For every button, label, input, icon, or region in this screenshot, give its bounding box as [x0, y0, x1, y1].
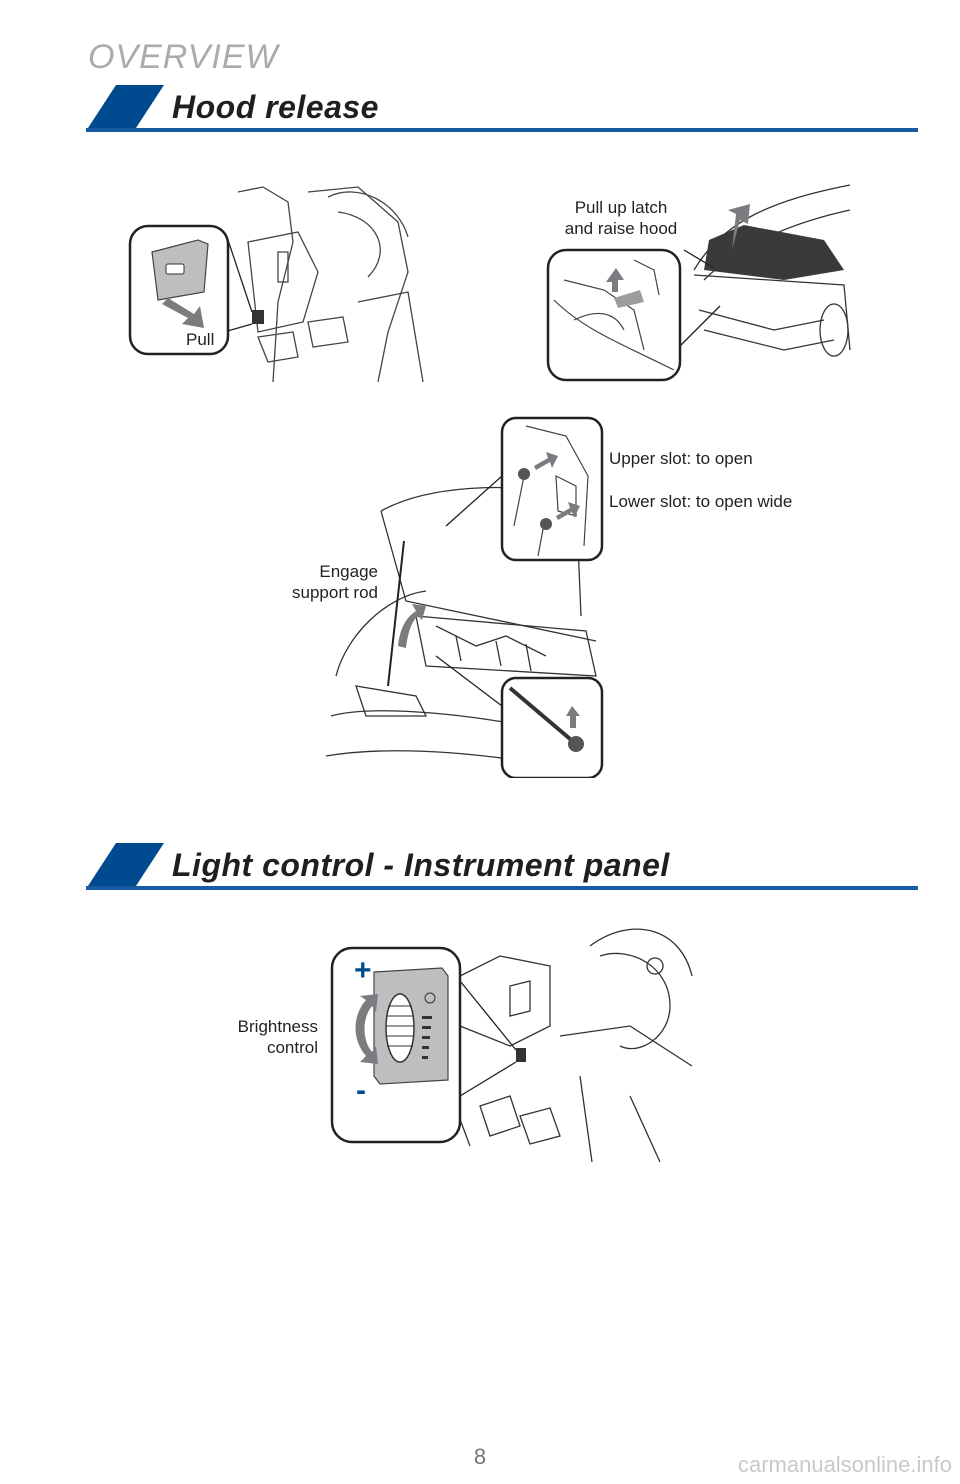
support-rod-illustration: [326, 416, 604, 778]
latch-label-line1: Pull up latch: [574, 198, 668, 217]
minus-sign: -: [356, 1074, 366, 1107]
brightness-line1: Brightness: [237, 1017, 318, 1036]
pull-label: Pull: [186, 330, 215, 349]
hood-release-heading: Hood release: [86, 85, 918, 132]
brightness-line2: control: [266, 1038, 318, 1057]
brightness-control-illustration: [330, 928, 693, 1162]
hood-latch-illustration: [546, 184, 851, 382]
latch-label: Pull up latch and raise hood: [546, 197, 696, 239]
engage-rod-label: Engage support rod: [240, 561, 378, 603]
engage-rod-line1: Engage: [319, 562, 378, 581]
heading-banner-shape: [86, 843, 918, 890]
watermark: carmanualsonline.info: [737, 1452, 952, 1477]
latch-label-line2: and raise hood: [564, 219, 678, 238]
light-control-heading: Light control - Instrument panel: [86, 843, 918, 890]
heading-banner-shape: [86, 85, 918, 132]
engage-rod-line2: support rod: [292, 583, 378, 602]
brightness-label: Brightness control: [200, 1016, 318, 1058]
plus-sign: +: [354, 954, 372, 987]
hood-release-lever-illustration: [128, 186, 424, 382]
lower-slot-label: Lower slot: to open wide: [609, 492, 793, 511]
hood-release-title: Hood release: [172, 89, 379, 125]
upper-slot-label: Upper slot: to open: [609, 449, 753, 468]
light-control-title: Light control - Instrument panel: [172, 847, 670, 883]
section-header-overview: OVERVIEW: [88, 38, 279, 76]
page-number: 8: [473, 1444, 487, 1469]
